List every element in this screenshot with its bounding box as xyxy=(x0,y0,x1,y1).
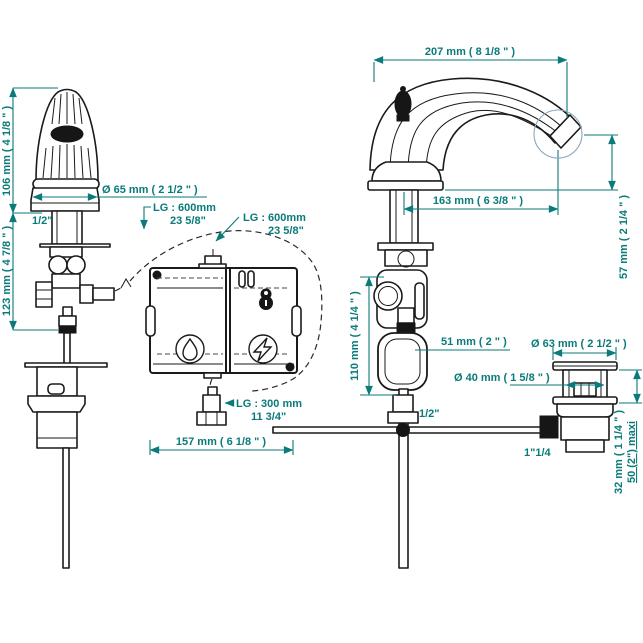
spout-tip xyxy=(549,114,582,149)
filter-band xyxy=(58,325,77,334)
label-lg300-2: 11 3/4" xyxy=(251,411,286,423)
box-right-tab xyxy=(291,305,302,337)
vent-slot-1 xyxy=(238,270,246,288)
dim-label-106: 106 mm ( 4 1/8 " ) xyxy=(1,106,13,197)
spout-mounting-nut xyxy=(384,249,428,267)
lower-fitting xyxy=(58,315,77,327)
hex-fitting xyxy=(35,281,53,308)
spout-under-flange xyxy=(377,242,434,251)
cable-break-mark xyxy=(120,278,132,289)
drain-mid-flange xyxy=(27,395,86,413)
rod-clamp xyxy=(539,415,559,439)
supply-pipe xyxy=(398,388,409,569)
label-lg300-1: LG : 300 mm xyxy=(236,398,302,410)
inlet-right xyxy=(66,255,86,275)
label-lg600-right-1: LG : 600mm xyxy=(243,212,306,224)
keyhole-icon xyxy=(259,288,273,310)
popup-rod-upper xyxy=(63,332,71,365)
lightning-bolt-icon xyxy=(248,334,278,364)
handle-opening xyxy=(50,125,84,143)
dim-label-40: Ø 40 mm ( 1 5/8 " ) xyxy=(454,372,550,384)
box-top-connector-base xyxy=(198,263,227,269)
handle-flutes-bottom xyxy=(42,144,92,179)
label-supply-thread: 1/2" xyxy=(419,408,440,420)
dimensions: 106 mm ( 4 1/8 " ) 123 mm ( 4 7/8 " ) 1/… xyxy=(1,46,642,494)
spout-assembly xyxy=(272,77,582,569)
left-faucet xyxy=(24,88,115,569)
drain-taper xyxy=(556,403,614,418)
dim-label-110: 110 mm ( 4 1/4 " ) xyxy=(349,291,361,381)
dim-label-32: 32 mm ( 1 1/4 " ) xyxy=(613,410,625,494)
valve-bracket-inner xyxy=(384,338,421,385)
dim-label-63: Ø 63 mm ( 2 1/2 " ) xyxy=(531,338,627,350)
label-left-thread: 1/2" xyxy=(32,215,53,227)
spout-base-bell xyxy=(371,161,442,182)
supply-tee-fitting xyxy=(196,386,227,426)
box-left-tab xyxy=(145,305,156,337)
drain-lower-body xyxy=(36,411,78,449)
tip-detail-circle xyxy=(533,109,583,159)
valve-stem xyxy=(397,307,415,324)
box-bottom-connector xyxy=(203,372,222,379)
sensor-cable-dashed xyxy=(114,230,323,392)
cables xyxy=(114,230,323,392)
handle-flutes-top xyxy=(51,92,83,125)
dim-label-57: 57 mm ( 2 1/4 " ) xyxy=(618,195,630,279)
water-drop-icon xyxy=(175,334,205,364)
valve-body-top xyxy=(49,246,83,258)
leader-lg600-left xyxy=(140,206,151,230)
label-lg600-left-1: LG : 600mm xyxy=(153,202,216,214)
cross-fitting-lower xyxy=(387,411,419,424)
label-lg600-right-2: 23 5/8" xyxy=(268,225,304,237)
rod-pivot-ball xyxy=(396,423,410,437)
dim-label-157: 157 mm ( 6 1/8 " ) xyxy=(176,436,267,448)
dim-label-65: Ø 65 mm ( 2 1/2 " ) xyxy=(102,184,198,196)
leader-lg600-right xyxy=(215,216,240,242)
spout-flute-lines xyxy=(389,92,564,171)
valve-body-bottom xyxy=(51,273,81,289)
drain-tailpipe xyxy=(62,447,70,569)
outlet-nozzle-base xyxy=(79,284,94,304)
inlet-left xyxy=(48,255,68,275)
valve-side-slot xyxy=(414,282,425,320)
label-drain-thread: 1"1/4 xyxy=(524,447,552,459)
label-lg600-left-2: 23 5/8" xyxy=(170,215,206,227)
box-bottom-cable-dashed xyxy=(209,378,213,389)
dim-label-163: 163 mm ( 6 3/8 " ) xyxy=(433,195,524,207)
spout-base-plate xyxy=(367,180,444,191)
vent-slot-2 xyxy=(247,270,255,288)
drain-mid-flange xyxy=(552,396,618,405)
drain-body xyxy=(560,416,610,441)
drain-outlet xyxy=(565,439,605,453)
lower-stem xyxy=(62,306,73,317)
drain-assembly xyxy=(539,361,618,453)
control-box xyxy=(145,249,302,426)
dim-label-123: 123 mm ( 4 7/8 " ) xyxy=(1,226,13,317)
dim-label-207: 207 mm ( 8 1/8 " ) xyxy=(425,46,516,58)
valve-filter-band xyxy=(396,322,416,334)
screw-top-left xyxy=(152,270,162,280)
outlet-nozzle xyxy=(92,287,115,301)
handle-base-skirt xyxy=(30,187,100,212)
drain-pivot xyxy=(47,383,65,395)
cross-fitting-upper xyxy=(392,394,414,413)
spout-finial xyxy=(394,86,412,122)
screw-bottom-right xyxy=(285,362,295,372)
dim-label-50-maxi: 50 (2") maxi xyxy=(626,421,638,483)
dim-label-51: 51 mm ( 2 " ) xyxy=(441,336,507,348)
